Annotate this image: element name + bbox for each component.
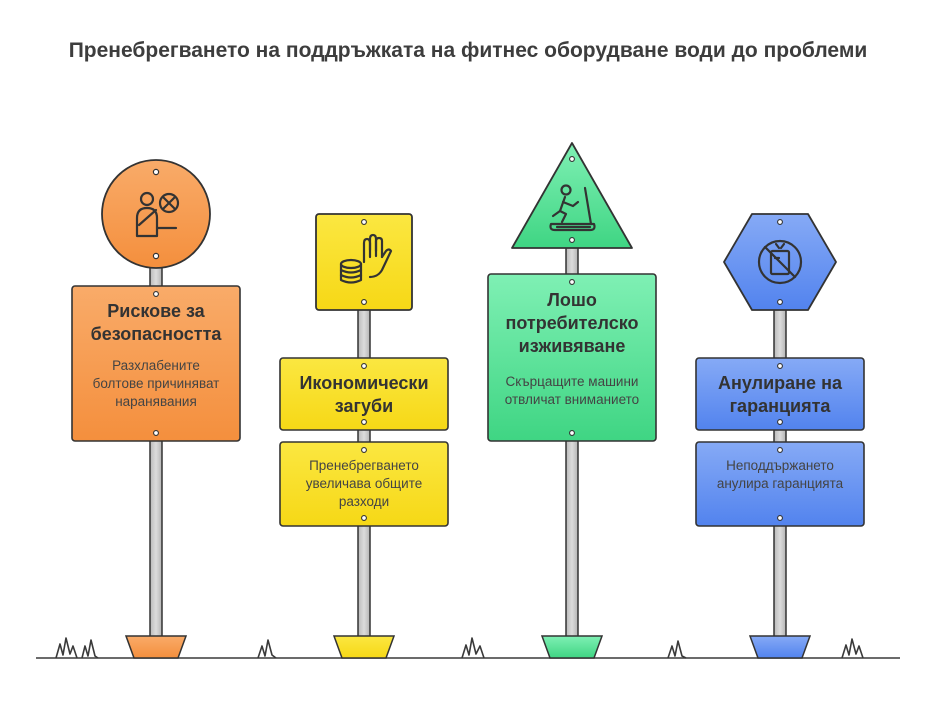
- sign-board: [279, 441, 449, 527]
- bolt: [361, 419, 367, 425]
- grass-tuft: [841, 638, 864, 659]
- sign-economic-description: Пренебрегването увеличава общите разходи: [305, 458, 423, 509]
- bolt: [777, 299, 783, 305]
- sign-board: [695, 357, 865, 431]
- sign-board: [71, 285, 241, 442]
- sign-experience: [487, 142, 657, 659]
- bolt: [361, 363, 367, 369]
- bolt: [569, 237, 575, 243]
- bolt: [777, 363, 783, 369]
- sign-safety: [71, 159, 241, 659]
- sign-safety-heading: Рискове за безопасността: [90, 301, 222, 344]
- grass-tuft: [667, 640, 687, 659]
- pole-base: [540, 635, 604, 659]
- sign-economic: [279, 213, 449, 659]
- pole-base: [124, 635, 188, 659]
- sign-economic-heading: Икономически загуби: [299, 373, 429, 416]
- sign-board: [487, 273, 657, 442]
- no-document-icon: [757, 239, 803, 285]
- page-title: Пренебрегването на поддръжката на фитнес…: [68, 39, 868, 62]
- bolt: [361, 299, 367, 305]
- sign-safety-description: Разхлабените болтове причиняват наранява…: [92, 358, 220, 409]
- bolt: [777, 515, 783, 521]
- bolt: [569, 430, 575, 436]
- bolt: [361, 515, 367, 521]
- grass-tuft: [81, 639, 99, 659]
- sign-warranty-description: Неподдържането анулира гаранцията: [716, 458, 844, 491]
- sign-warranty-heading: Анулиране на гаранцията: [718, 373, 842, 416]
- sign-experience-heading: Лошо потребителско изживяване: [505, 290, 639, 356]
- bolt: [152, 168, 160, 176]
- bolt: [777, 219, 783, 225]
- bolt: [569, 279, 575, 285]
- ground: [36, 637, 900, 659]
- bolt: [153, 430, 159, 436]
- seatbelt-cross-icon: [135, 191, 180, 238]
- treadmill-icon: [549, 184, 596, 232]
- sign-triangle-head: [511, 142, 633, 249]
- sign-board: [279, 357, 449, 431]
- grass-tuft: [55, 637, 78, 659]
- bolt: [569, 156, 575, 162]
- pole-base: [748, 635, 812, 659]
- pole-base: [332, 635, 396, 659]
- sign-experience-description: Скърцащите машини отвличат вниманието: [504, 374, 640, 407]
- grass-tuft: [257, 639, 277, 659]
- bolt: [361, 219, 367, 225]
- bolt: [777, 447, 783, 453]
- sign-board: [695, 441, 865, 527]
- bolt: [361, 447, 367, 453]
- sign-warranty: [695, 213, 865, 659]
- coins-hand-icon: [339, 233, 393, 284]
- bolt: [777, 419, 783, 425]
- bolt: [152, 252, 160, 260]
- grass-tuft: [461, 637, 485, 659]
- bolt: [153, 291, 159, 297]
